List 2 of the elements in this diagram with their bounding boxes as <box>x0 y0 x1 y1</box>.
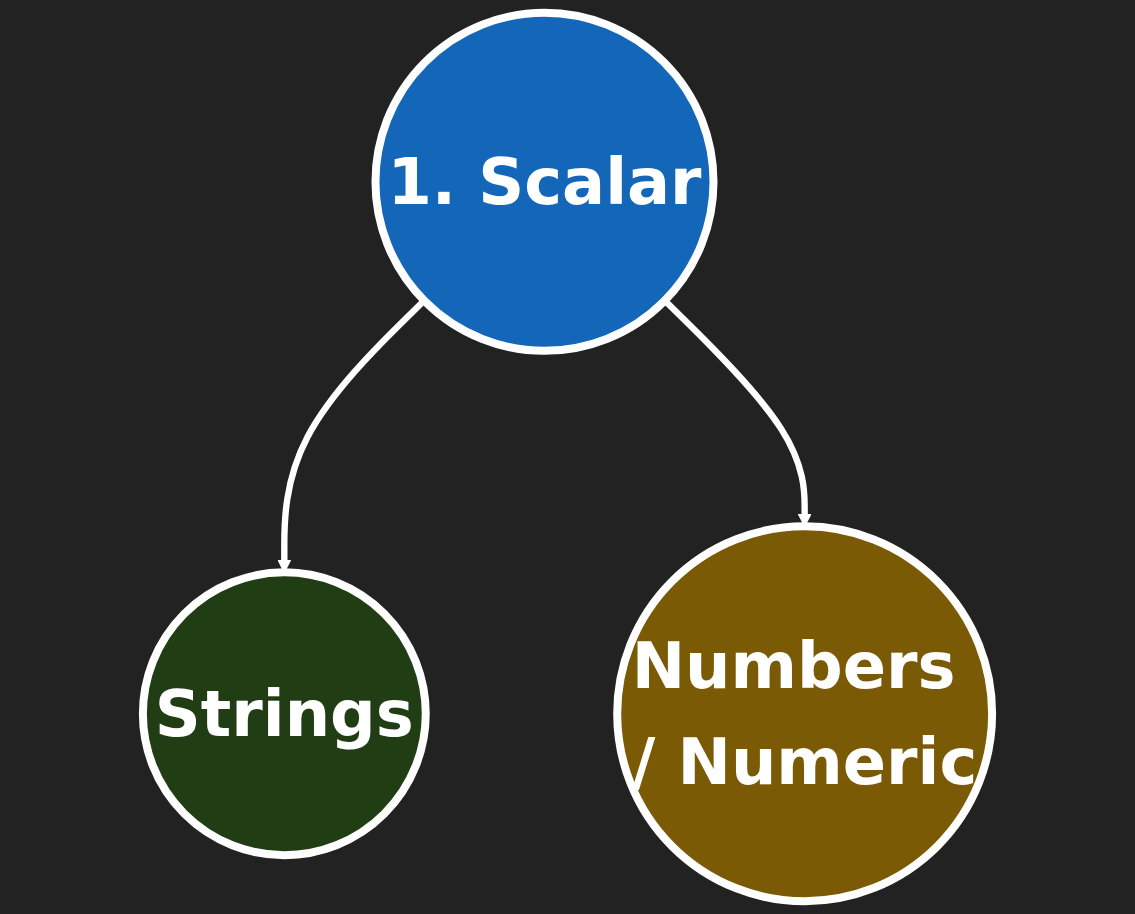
node-circle: 1. Scalar <box>371 8 718 355</box>
node-circle: Strings <box>138 568 430 860</box>
